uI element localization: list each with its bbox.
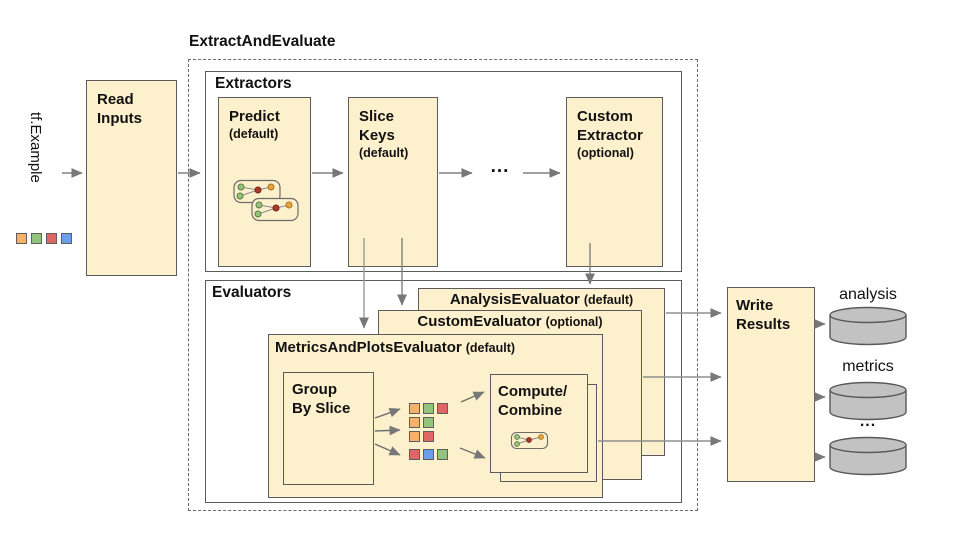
extractors-label: Extractors — [215, 75, 292, 92]
extractors-container — [205, 71, 682, 272]
orange-record-square — [409, 431, 420, 442]
slice-keys-extractor-box: Slice Keys (default) — [348, 97, 438, 267]
green-record-square — [437, 449, 448, 460]
write-results-box: Write Results — [727, 287, 815, 482]
combine-graph-icon — [510, 431, 549, 450]
tf-example-records — [16, 233, 72, 244]
custom-extractor-subtitle: (optional) — [577, 146, 634, 160]
extract-and-evaluate-group — [188, 59, 698, 511]
custom-evaluator-subtitle: (optional) — [545, 315, 603, 329]
predict-subtitle: (default) — [229, 127, 279, 141]
orange-record-square — [409, 403, 420, 414]
outputs-ellipsis: ... — [859, 413, 877, 430]
write-results-label: Write Results — [736, 297, 791, 333]
green-record-square — [423, 417, 434, 428]
database-cylinder-icon — [829, 306, 907, 346]
red-record-square — [437, 403, 448, 414]
compute-combine-label: Compute/ Combine — [498, 383, 568, 419]
custom-evaluator-title: CustomEvaluator — [417, 313, 542, 330]
red-record-square — [423, 431, 434, 442]
database-cylinder-icon — [829, 381, 907, 421]
extractors-ellipsis: ... — [490, 156, 510, 177]
red-record-square — [46, 233, 57, 244]
blue-record-square — [61, 233, 72, 244]
analysis-output-label: analysis — [839, 286, 897, 303]
orange-record-square — [16, 233, 27, 244]
group-by-slice-label: Group By Slice — [292, 381, 351, 417]
green-record-square — [423, 403, 434, 414]
slice-row — [409, 403, 448, 414]
read-inputs-label: Read Inputs — [97, 91, 142, 127]
model-graph-icon — [233, 179, 299, 222]
group-by-slice-box: Group By Slice — [283, 372, 374, 485]
diagram-title: ExtractAndEvaluate — [189, 33, 336, 50]
slice-row — [409, 449, 448, 460]
blue-record-square — [423, 449, 434, 460]
tf-example-label: tf.Example — [27, 112, 44, 183]
custom-extractor-box: Custom Extractor (optional) — [566, 97, 663, 267]
metrics-plots-evaluator-subtitle: (default) — [465, 341, 516, 355]
slice-row — [409, 417, 434, 428]
custom-extractor-title: Custom Extractor — [577, 108, 643, 144]
metrics-output-label: metrics — [842, 358, 894, 375]
read-inputs-box: Read Inputs — [86, 80, 177, 276]
predict-title: Predict — [229, 108, 280, 125]
metrics-plots-evaluator-title: MetricsAndPlotsEvaluator — [275, 339, 462, 356]
analysis-evaluator-title: AnalysisEvaluator — [449, 291, 580, 308]
evaluators-container — [205, 280, 682, 503]
evaluators-label: Evaluators — [212, 284, 292, 301]
compute-combine-box: Compute/ Combine — [490, 374, 588, 473]
slice-keys-subtitle: (default) — [359, 146, 409, 160]
orange-record-square — [409, 417, 420, 428]
slice-keys-title: Slice Keys — [359, 108, 395, 144]
green-record-square — [31, 233, 42, 244]
slice-row — [409, 431, 434, 442]
analysis-evaluator-subtitle: (default) — [583, 293, 634, 307]
database-cylinder-icon — [829, 436, 907, 476]
red-record-square — [409, 449, 420, 460]
